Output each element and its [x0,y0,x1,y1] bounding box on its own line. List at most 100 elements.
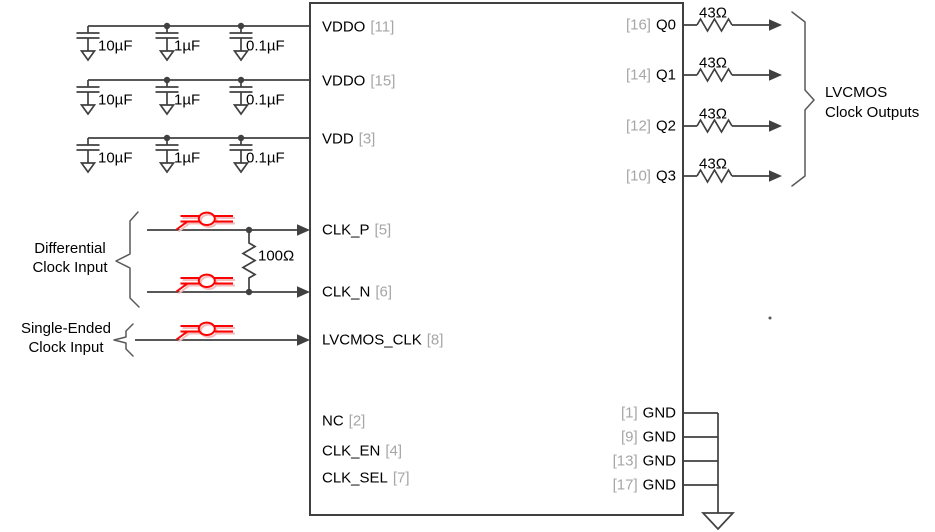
pin-number: [13] [612,452,638,470]
lvcmos-clock-outputs-label: LVCMOS Clock Outputs [825,83,935,123]
pin-number: [12] [625,117,651,135]
pin-number: [5] [374,221,392,239]
pin-label-clken-4: CLK_EN[4] [322,443,402,460]
arrowhead-icon [297,334,310,346]
pin-number: [1] [620,404,638,422]
pin-name: Q1 [655,66,676,84]
wire-layer [76,17,770,531]
stray-mark [768,316,772,320]
pin-number: [10] [625,167,651,185]
cap-label: 1µF [174,91,201,109]
single-ended-clock-input-label: Single-Ended Clock Input [12,319,120,357]
junction-dot [245,226,253,234]
junction-dot [237,22,245,30]
pin-label-gnd-17: [17]GND [613,477,676,494]
q3-output-wire [683,168,770,184]
series-resistor-label-q1: 43Ω [699,54,727,72]
pin-name: Q3 [655,167,676,185]
pin-label-clkp-5: CLK_P[5] [322,222,391,239]
pin-number: [17] [612,476,638,494]
pin-number: [7] [392,469,410,487]
pin-number: [9] [620,428,638,446]
pin-number: [16] [625,16,651,34]
capacitor-symbols-row1 [76,26,253,51]
pin-name: VDDO [322,18,366,36]
q1-output-wire [683,67,770,83]
pin-name: GND [642,452,676,470]
pin-label-lvcmosclk-8: LVCMOS_CLK[8] [322,332,443,349]
label-line: Clock Input [32,259,108,276]
q0-output-wire [683,17,770,33]
ground-bus-wires [683,412,719,513]
label-line: Differential [34,240,106,257]
junction-dot [245,288,253,296]
series-resistor-label-q2: 43Ω [699,105,727,123]
pin-name: Q0 [655,16,676,34]
arrowhead-icon [769,69,782,81]
pin-label-gnd-1: [1]GND [621,405,676,422]
pin-name: Q2 [655,117,676,135]
arrowhead-icon [769,120,782,132]
ground-arrow-icons-row2 [79,104,250,116]
series-resistor-label-q0: 43Ω [699,4,727,22]
pin-label-q3-10: [10]Q3 [626,168,676,185]
junction-dot [237,134,245,142]
cap-label: 1µF [174,37,201,55]
label-line: Clock Outputs [825,104,920,121]
clock-source-icon [175,273,233,293]
pin-number: [2] [348,412,366,430]
pin-name: VDD [322,130,354,148]
junction-dot [237,76,245,84]
arrowhead-icon [297,224,310,236]
pin-label-gnd-13: [13]GND [613,453,676,470]
pin-label-clksel-7: CLK_SEL[7] [322,470,410,487]
series-resistor-label-q3: 43Ω [699,155,727,173]
capacitor-symbols-row2 [76,80,253,105]
capacitor-symbols-row3 [76,138,253,163]
cap-label: 10µF [98,149,133,167]
differential-clock-input-label: Differential Clock Input [16,239,124,277]
pin-label-vddo-15: VDDO[15] [322,73,395,90]
label-line: Clock Input [28,339,104,356]
pin-number: [6] [375,283,393,301]
cap-label: 10µF [98,91,133,109]
termination-resistor-label: 100Ω [258,247,295,265]
pin-name: CLK_P [322,221,370,239]
braces [113,11,815,357]
q2-output-wire [683,118,770,134]
pin-name: CLK_SEL [322,469,388,487]
pin-name: NC [322,412,344,430]
termination-resistor-symbol [241,230,257,292]
brace-clock-outputs [791,11,815,187]
pin-number: [11] [370,18,395,36]
pin-name: CLK_N [322,283,371,301]
pin-number: [15] [370,72,396,90]
pin-name: GND [642,404,676,422]
arrowhead-icon [769,170,782,182]
pin-number: [4] [385,442,403,460]
pin-number: [8] [426,331,444,349]
brace-differential-input [115,211,140,308]
arrowhead-icon [769,19,782,31]
label-line: LVCMOS [825,84,888,101]
pin-name: LVCMOS_CLK [322,331,422,349]
arrowhead-icon [297,286,310,298]
pin-label-gnd-9: [9]GND [621,429,676,446]
pin-label-q1-14: [14]Q1 [626,67,676,84]
pin-label-q0-16: [16]Q0 [626,17,676,34]
ic-outline [309,2,684,516]
junction-dots [163,22,772,320]
clock-source-icons [175,211,233,341]
pin-name: GND [642,428,676,446]
cap-label: 0.1µF [246,149,285,167]
pin-name: GND [642,476,676,494]
pin-label-vdd-3: VDD[3] [322,131,375,148]
brace-single-ended-input [113,323,134,357]
pin-name: CLK_EN [322,442,381,460]
cap-label: 1µF [174,149,201,167]
cap-label: 10µF [98,37,133,55]
ground-arrow-icons-row1 [79,50,250,62]
pin-number: [3] [358,130,376,148]
